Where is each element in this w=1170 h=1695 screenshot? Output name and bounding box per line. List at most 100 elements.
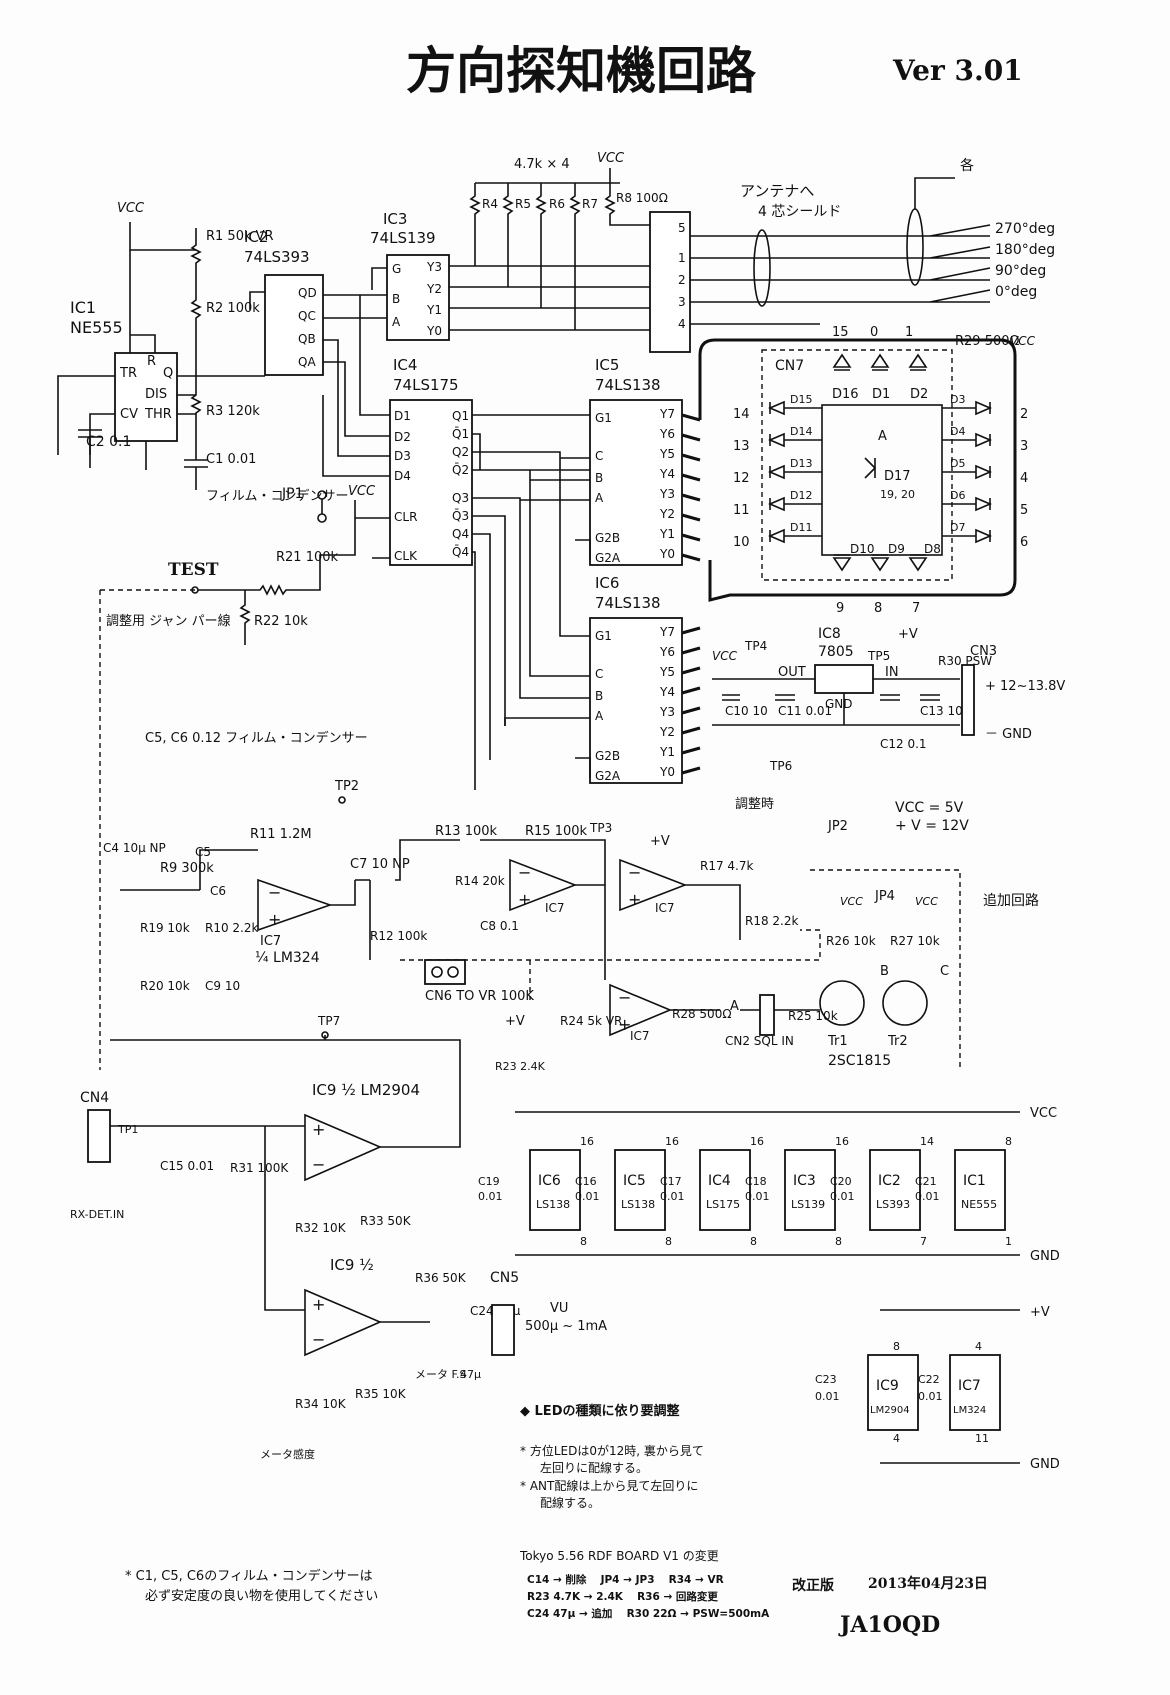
svg-text:R29 500Ω: R29 500Ω bbox=[955, 334, 1020, 349]
svg-text:15: 15 bbox=[832, 325, 849, 340]
decoupling-ic7: IC7 LM324 C22 0.01 4 11 bbox=[918, 1340, 1001, 1445]
svg-text:VCC: VCC bbox=[840, 895, 863, 908]
svg-text:Y4: Y4 bbox=[659, 685, 675, 699]
svg-text:Y0: Y0 bbox=[426, 324, 442, 338]
squelch-section: 追加回路 JP4 VCC VCC R26 10k R27 10k B C Tr1… bbox=[495, 869, 1039, 1073]
svg-text:C: C bbox=[940, 964, 949, 979]
svg-text:D2: D2 bbox=[910, 387, 928, 402]
svg-text:R11 1.2M: R11 1.2M bbox=[250, 827, 312, 842]
svg-text:0.01: 0.01 bbox=[745, 1190, 770, 1203]
svg-text:G2A: G2A bbox=[595, 551, 621, 565]
svg-text:R9 300k: R9 300k bbox=[160, 861, 214, 876]
svg-text:Q̄2: Q̄2 bbox=[452, 463, 469, 477]
jp2-label: JP2 bbox=[827, 819, 848, 834]
svg-text:0.01: 0.01 bbox=[478, 1190, 503, 1203]
svg-text:R19 10k: R19 10k bbox=[140, 921, 190, 935]
svg-text:0.01: 0.01 bbox=[830, 1190, 855, 1203]
svg-text:−: − bbox=[268, 883, 281, 902]
decoupling-ic2: IC2 LS393 C20 0.01 14 7 bbox=[830, 1135, 934, 1248]
svg-text:Y6: Y6 bbox=[659, 645, 675, 659]
svg-text:CLR: CLR bbox=[394, 510, 417, 524]
ic2-74ls393: IC2 74LS393 QD QC QB QA bbox=[220, 228, 360, 440]
svg-text:+: + bbox=[618, 1015, 631, 1034]
svg-text:TP2: TP2 bbox=[334, 779, 359, 794]
svg-text:C24 47μ → 追加 R30 22Ω → PSW=50: C24 47μ → 追加 R30 22Ω → PSW=500mA bbox=[527, 1607, 770, 1620]
svg-text:* C1, C5, C6のフィルム・コンデンサーは: * C1, C5, C6のフィルム・コンデンサーは bbox=[125, 1568, 373, 1584]
svg-text:C12 0.1: C12 0.1 bbox=[880, 737, 927, 751]
svg-text:C7 10 NP: C7 10 NP bbox=[350, 857, 410, 872]
svg-text:D12: D12 bbox=[790, 489, 812, 502]
svg-text:12: 12 bbox=[733, 471, 750, 486]
svg-text:+V: +V bbox=[898, 627, 918, 642]
cn6-connector: CN6 TO VR 100K bbox=[424, 959, 534, 1004]
svg-text:CLK: CLK bbox=[394, 549, 418, 563]
svg-text:Y1: Y1 bbox=[659, 745, 675, 759]
svg-text:IC5: IC5 bbox=[595, 356, 619, 374]
decoupling-ic9: IC9 LM2904 C23 0.01 8 4 bbox=[815, 1340, 919, 1445]
svg-text:IC2: IC2 bbox=[244, 228, 268, 246]
svg-text:8: 8 bbox=[893, 1340, 900, 1353]
svg-text:NE555: NE555 bbox=[961, 1198, 997, 1211]
svg-text:Y7: Y7 bbox=[659, 407, 675, 421]
svg-text:R36 50K: R36 50K bbox=[415, 1271, 467, 1285]
svg-text:16: 16 bbox=[835, 1135, 849, 1148]
svg-text:QA: QA bbox=[298, 355, 316, 369]
svg-text:14: 14 bbox=[733, 407, 750, 422]
svg-text:C20: C20 bbox=[830, 1175, 852, 1188]
svg-text:追加回路: 追加回路 bbox=[983, 893, 1039, 909]
svg-text:CN2 SQL IN: CN2 SQL IN bbox=[725, 1034, 794, 1048]
svg-text:C4 10μ NP: C4 10μ NP bbox=[103, 841, 166, 855]
svg-text:G2B: G2B bbox=[595, 749, 620, 763]
svg-text:IC7: IC7 bbox=[545, 901, 565, 915]
svg-text:C14 → 削除 JP4 → JP3 R34 → VR: C14 → 削除 JP4 → JP3 R34 → VR bbox=[527, 1573, 724, 1586]
svg-text:R15 100k: R15 100k bbox=[525, 824, 588, 839]
svg-text:2013年04月23日: 2013年04月23日 bbox=[868, 1575, 988, 1592]
svg-text:D3: D3 bbox=[950, 393, 965, 406]
svg-text:47μ: 47μ bbox=[460, 1368, 481, 1381]
svg-text:Y2: Y2 bbox=[426, 282, 442, 296]
svg-text:R7: R7 bbox=[582, 197, 598, 211]
svg-text:* ANT配線は上から見て左回りに: * ANT配線は上から見て左回りに bbox=[520, 1478, 698, 1493]
svg-text:IC1: IC1 bbox=[963, 1173, 986, 1189]
svg-text:8: 8 bbox=[835, 1235, 842, 1248]
svg-text:R10 2.2k: R10 2.2k bbox=[205, 921, 259, 935]
svg-text:74LS175: 74LS175 bbox=[393, 376, 459, 394]
svg-text:VCC: VCC bbox=[348, 484, 376, 499]
svg-text:TP7: TP7 bbox=[317, 1014, 340, 1028]
svg-text:Y3: Y3 bbox=[659, 487, 675, 501]
r1-r3-network: R1 50k VR R2 100k R3 120k C1 0.01 フィルム・コ… bbox=[184, 228, 348, 504]
svg-text:CN3: CN3 bbox=[970, 644, 997, 659]
svg-text:+V: +V bbox=[505, 1014, 525, 1029]
svg-text:IC8: IC8 bbox=[818, 626, 841, 642]
svg-text:LM324: LM324 bbox=[953, 1405, 986, 1416]
svg-text:4 芯シールド: 4 芯シールド bbox=[758, 204, 841, 220]
svg-text:8: 8 bbox=[580, 1235, 587, 1248]
svg-text:8: 8 bbox=[750, 1235, 757, 1248]
svg-text:VCC: VCC bbox=[915, 895, 938, 908]
svg-text:必ず安定度の良い物を使用してください: 必ず安定度の良い物を使用してください bbox=[145, 1588, 378, 1604]
svg-text:16: 16 bbox=[665, 1135, 679, 1148]
svg-text:10: 10 bbox=[733, 535, 750, 550]
svg-text:D6: D6 bbox=[950, 489, 965, 502]
svg-text:Q̄4: Q̄4 bbox=[452, 545, 469, 559]
ic1-ne555: IC1 NE555 TR Q R DIS CV THR VCC bbox=[57, 201, 220, 470]
svg-text:R27 10k: R27 10k bbox=[890, 934, 940, 948]
svg-text:R18 2.2k: R18 2.2k bbox=[745, 914, 799, 928]
svg-text:4: 4 bbox=[893, 1432, 900, 1445]
version-label: Ver 3.01 bbox=[892, 54, 1023, 87]
svg-text:8: 8 bbox=[665, 1235, 672, 1248]
svg-text:G1: G1 bbox=[595, 411, 612, 425]
svg-text:C22: C22 bbox=[918, 1373, 940, 1386]
svg-text:* 方位LEDは0が12時, 裏から見て: * 方位LEDは0が12時, 裏から見て bbox=[520, 1443, 704, 1458]
svg-text:Q̄1: Q̄1 bbox=[452, 427, 469, 441]
svg-text:C23: C23 bbox=[815, 1373, 837, 1386]
svg-text:500μ ~ 1mA: 500μ ~ 1mA bbox=[525, 1319, 607, 1334]
svg-text:C10 10: C10 10 bbox=[725, 704, 768, 718]
svg-text:R3 120k: R3 120k bbox=[206, 404, 260, 419]
svg-text:D3: D3 bbox=[394, 449, 411, 463]
svg-text:B: B bbox=[595, 471, 603, 485]
svg-text:左回りに配線する。: 左回りに配線する。 bbox=[540, 1460, 648, 1475]
svg-text:各: 各 bbox=[960, 158, 974, 174]
ic9-section: TP7 IC9 ½ LM2904 + − CN4 TP1 RX-DET.IN C… bbox=[70, 1014, 607, 1461]
svg-text:GND: GND bbox=[1030, 1457, 1060, 1472]
